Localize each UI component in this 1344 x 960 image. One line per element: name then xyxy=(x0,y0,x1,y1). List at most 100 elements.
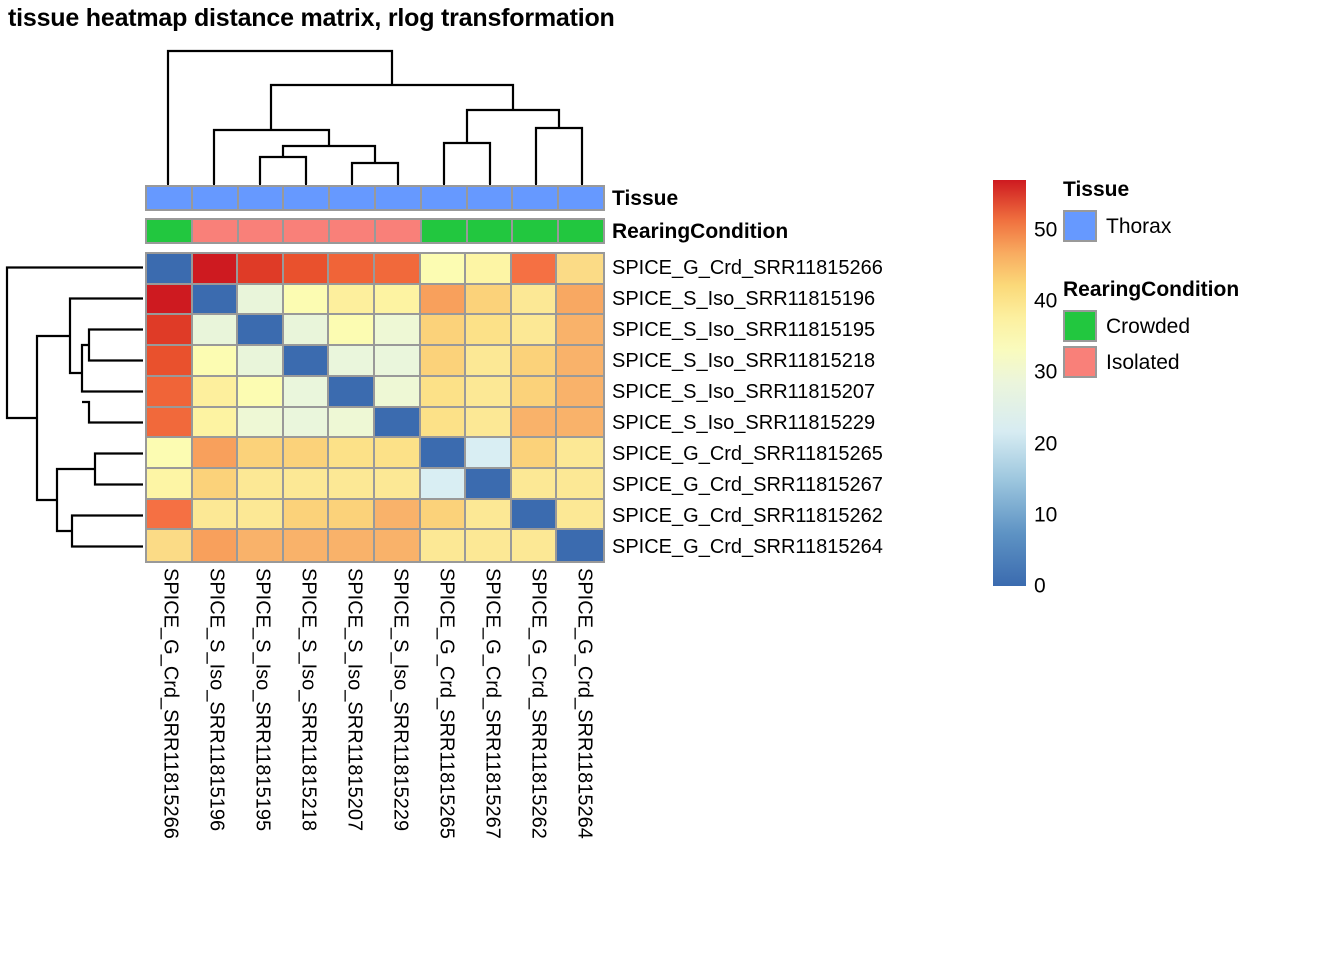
rearing-annotation-cell xyxy=(284,220,331,242)
rearing-annotation-cell xyxy=(559,220,603,242)
heatmap-cell xyxy=(329,438,375,469)
heatmap-cell xyxy=(557,254,603,285)
heatmap-cell xyxy=(283,315,330,347)
heatmap-cell xyxy=(147,499,193,531)
column-label-list: SPICE_G_Crd_SRR11815266 SPICE_S_Iso_SRR11… xyxy=(145,568,605,958)
row-label: SPICE_S_Iso_SRR11815196 xyxy=(612,287,876,310)
heatmap-cell xyxy=(374,346,421,377)
legend-swatch-isolated xyxy=(1063,346,1097,378)
legend-label: Crowded xyxy=(1106,314,1191,338)
heatmap-cell xyxy=(511,530,558,561)
heatmap-cell xyxy=(557,499,603,531)
heatmap-cell xyxy=(511,315,558,347)
heatmap-cell xyxy=(238,499,284,531)
heatmap-cell xyxy=(192,407,239,439)
heatmap-cell xyxy=(466,438,512,469)
column-tick-marks xyxy=(145,176,605,185)
tissue-annotation-cell xyxy=(559,187,603,209)
row-label: SPICE_G_Crd_SRR11815264 xyxy=(612,536,883,559)
heatmap-cell xyxy=(283,284,330,316)
column-label: SPICE_G_Crd_SRR11815265 xyxy=(435,568,458,839)
heatmap-cell xyxy=(466,315,512,347)
heatmap-cell xyxy=(511,499,558,531)
heatmap-cell xyxy=(329,346,375,377)
tissue-legend: Tissue Thorax xyxy=(1063,178,1171,244)
heatmap-cell xyxy=(374,254,421,285)
heatmap-cell xyxy=(329,530,375,561)
heatmap-cell xyxy=(557,376,603,408)
heatmap-cell xyxy=(329,407,375,439)
heatmap-cell xyxy=(192,284,239,316)
legend-item[interactable]: Isolated xyxy=(1063,344,1239,380)
heatmap-cell xyxy=(283,254,330,285)
heatmap-cell xyxy=(192,254,239,285)
legend-swatch-crowded xyxy=(1063,310,1097,342)
tissue-legend-title: Tissue xyxy=(1063,178,1130,201)
legend-label: Isolated xyxy=(1106,350,1180,374)
heatmap-grid xyxy=(145,252,605,563)
row-label: SPICE_G_Crd_SRR11815267 xyxy=(612,474,883,497)
tissue-annotation-cell xyxy=(238,187,285,209)
row-label: SPICE_G_Crd_SRR11815262 xyxy=(612,505,883,528)
tissue-annotation-bar xyxy=(145,185,605,211)
heatmap-cell xyxy=(374,530,421,561)
column-label: SPICE_G_Crd_SRR11815266 xyxy=(159,568,182,839)
heatmap-cell xyxy=(557,315,603,347)
tissue-annotation-cell xyxy=(147,187,193,209)
heatmap-cell xyxy=(192,346,239,377)
heatmap-cell xyxy=(238,284,284,316)
heatmap-cell xyxy=(329,315,375,347)
heatmap-cell xyxy=(192,468,239,500)
row-label: SPICE_S_Iso_SRR11815207 xyxy=(612,380,876,403)
heatmap-cell xyxy=(466,499,512,531)
heatmap-cell xyxy=(511,376,558,408)
row-dendrogram xyxy=(2,252,143,563)
tissue-annotation-cell xyxy=(192,187,239,209)
heatmap-cell xyxy=(147,530,193,561)
column-tick xyxy=(489,176,491,185)
heatmap-cell xyxy=(283,376,330,408)
heatmap-cell xyxy=(466,254,512,285)
heatmap-cell xyxy=(420,530,467,561)
column-tick xyxy=(581,176,583,185)
heatmap-cell xyxy=(147,254,193,285)
heatmap-cell xyxy=(420,499,467,531)
column-label: SPICE_G_Crd_SRR11815267 xyxy=(481,568,504,839)
rearing-condition-annotation-bar xyxy=(145,218,605,244)
column-label: SPICE_S_Iso_SRR11815196 xyxy=(205,568,228,832)
rearing-condition-legend: RearingCondition Crowded Isolated xyxy=(1063,278,1239,380)
page-title: tissue heatmap distance matrix, rlog tra… xyxy=(8,4,615,32)
heatmap-cell xyxy=(374,468,421,500)
colorbar-tick-label: 20 xyxy=(1034,432,1058,456)
tissue-annotation-cell xyxy=(330,187,376,209)
colorbar-tick-label: 40 xyxy=(1034,289,1058,313)
heatmap-cell xyxy=(374,315,421,347)
heatmap-cell xyxy=(238,346,284,377)
heatmap-cell xyxy=(420,468,467,500)
legend-item[interactable]: Crowded xyxy=(1063,308,1239,344)
heatmap-cell xyxy=(420,346,467,377)
heatmap-cell xyxy=(329,284,375,316)
heatmap-cell xyxy=(147,468,193,500)
legend-item[interactable]: Thorax xyxy=(1063,208,1171,244)
rearing-legend-title: RearingCondition xyxy=(1063,278,1240,301)
row-label: SPICE_G_Crd_SRR11815266 xyxy=(612,256,883,279)
tissue-annotation-label: Tissue xyxy=(612,187,679,210)
rearing-condition-annotation-label: RearingCondition xyxy=(612,220,789,243)
rearing-annotation-cell xyxy=(330,220,376,242)
heatmap-cell xyxy=(283,530,330,561)
heatmap-cell xyxy=(374,438,421,469)
heatmap-cell xyxy=(466,407,512,439)
heatmap-cell xyxy=(374,284,421,316)
column-label: SPICE_S_Iso_SRR11815218 xyxy=(297,568,320,832)
heatmap-cell xyxy=(329,376,375,408)
column-tick xyxy=(535,176,537,185)
heatmap-cell xyxy=(420,254,467,285)
heatmap-cell xyxy=(147,284,193,316)
heatmap-cell xyxy=(192,530,239,561)
heatmap-cell xyxy=(420,407,467,439)
heatmap-cell xyxy=(511,284,558,316)
heatmap-cell xyxy=(147,407,193,439)
heatmap-cell xyxy=(238,468,284,500)
legend-label: Thorax xyxy=(1106,214,1172,238)
